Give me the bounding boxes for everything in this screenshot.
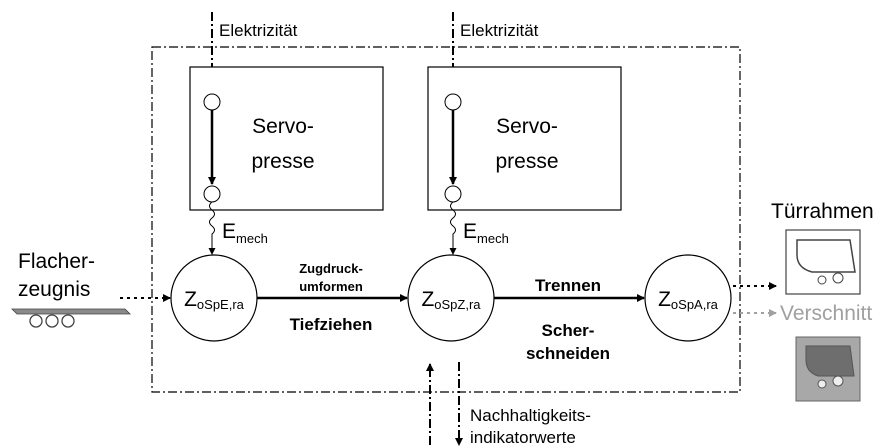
press-2-input-node [444,93,462,111]
servo-press-2-label-2: presse [495,150,558,173]
process-1-group-2: umformen [299,279,363,294]
emech-label-1: Emech [222,220,268,246]
emech-squiggle-2 [449,201,457,255]
servo-press-1-label: Servo- [252,115,314,138]
press-1-input-node [203,93,221,111]
indicator-label: Nachhaltigkeits- [470,406,591,425]
product-label: Türrahmen [771,200,874,223]
electricity-label-2: Elektrizität [460,21,539,40]
process-2-name: Scher- [542,321,595,340]
servo-press-1 [189,66,384,211]
system-boundary [151,46,741,393]
emech-squiggle-1 [208,201,216,255]
state-label-3: ZoSpA,ra [658,288,719,312]
servo-press-2-label: Servo- [496,115,558,138]
press-1-output-node [203,185,221,203]
flat-product-label-2: zeugnis [18,278,90,301]
electricity-label-1: Elektrizität [219,21,298,40]
process-2-name-2: schneiden [526,344,610,363]
process-1-group: Zugdruck- [299,261,363,276]
state-label-1: ZoSpE,ra [184,288,245,312]
press-2-output-node [444,185,462,203]
indicator-label-2: indikatorwerte [470,428,576,447]
scrap-sheet-icon [795,336,861,402]
servo-press-1-label-2: presse [251,150,314,173]
flat-product-label: Flacher- [18,250,95,273]
process-2-group: Trennen [535,276,601,295]
flat-sheet-icon [11,308,131,328]
state-label-2: ZoSpZ,ra [421,288,481,312]
servo-press-2 [427,66,622,211]
process-1-name: Tiefziehen [290,315,373,334]
state-circle-3 [644,254,732,342]
emech-label-2: Emech [463,220,509,246]
door-frame-icon [785,229,861,295]
scrap-label: Verschnitt [780,302,872,325]
